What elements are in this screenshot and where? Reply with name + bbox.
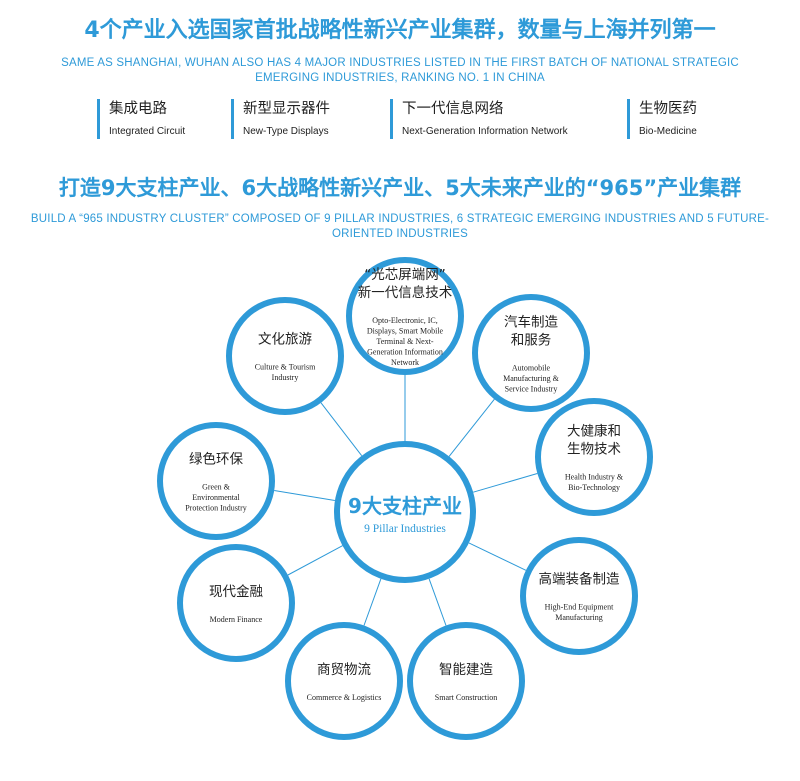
heading-en-1: SAME AS SHANGHAI, WUHAN ALSO HAS 4 MAJOR…: [61, 57, 739, 84]
node-label-en: Opto-Electronic, IC,: [372, 316, 438, 325]
pillar-industries-diagram: “光芯屏端网”新一代信息技术 Opto-Electronic, IC,Displa…: [157, 257, 653, 740]
node-circle: [472, 294, 590, 412]
node-label-en: Environmental: [192, 493, 240, 502]
connector-line: [448, 398, 495, 457]
connector-line: [473, 473, 538, 493]
node-circle: [157, 422, 275, 540]
industry-cn: 集成电路: [109, 101, 167, 117]
node-circle: [177, 544, 295, 662]
node-label-en: Service Industry: [505, 384, 558, 393]
industry-cn: 生物医药: [639, 101, 697, 117]
heading-cn-2: 打造9大支柱产业、6大战略性新兴产业、5大未来产业的“965”产业集群: [58, 176, 742, 200]
node-label-en: Displays, Smart Mobile: [367, 326, 444, 335]
industry-en: Bio-Medicine: [639, 126, 697, 137]
connector-line: [363, 578, 382, 626]
industry-en: New-Type Displays: [243, 126, 329, 137]
heading-cn-1: 4个产业入选国家首批战略性新兴产业集群，数量与上海并列第一: [84, 18, 716, 43]
connector-lines: [274, 375, 538, 626]
node-label-en: Protection Industry: [185, 503, 247, 512]
industry-node: 商贸物流 Commerce & Logistics: [285, 622, 403, 740]
industry-item: 集成电路 Integrated Circuit: [97, 99, 185, 139]
connector-line: [274, 490, 335, 501]
node-label-cn: 文化旅游: [258, 332, 312, 348]
node-label-cn: 商贸物流: [317, 662, 371, 678]
industry-nodes: “光芯屏端网”新一代信息技术 Opto-Electronic, IC,Displa…: [157, 257, 653, 740]
node-circle: [226, 297, 344, 415]
node-circle: [535, 398, 653, 516]
connector-line: [428, 578, 447, 626]
node-label-en: Green &: [202, 482, 231, 491]
industry-cn: 下一代信息网络: [402, 101, 504, 117]
center-node: 9大支柱产业 9 Pillar Industries: [334, 441, 476, 583]
center-circle: [334, 441, 476, 583]
node-circle: [346, 257, 464, 375]
node-label-cn: 大健康和: [567, 423, 621, 440]
node-circle: [407, 622, 525, 740]
node-label-en: Bio-Technology: [568, 483, 620, 492]
node-label-en: Network: [391, 358, 419, 367]
industry-cn: 新型显示器件: [243, 101, 330, 117]
connector-line: [287, 545, 343, 576]
node-label-cn: 和服务: [511, 332, 552, 348]
connector-line: [468, 542, 527, 571]
center-label-cn: 9大支柱产业: [348, 494, 462, 518]
industry-item: 生物医药 Bio-Medicine: [627, 99, 697, 139]
connector-line: [320, 402, 363, 457]
node-label-en: Smart Construction: [435, 693, 497, 702]
industry-item: 新型显示器件 New-Type Displays: [231, 99, 330, 139]
industry-node: “光芯屏端网”新一代信息技术 Opto-Electronic, IC,Displa…: [346, 257, 464, 375]
node-label-en: Health Industry &: [565, 473, 624, 482]
industry-en: Integrated Circuit: [109, 126, 186, 137]
node-label-cn: 现代金融: [209, 584, 263, 600]
industry-node: 智能建造 Smart Construction: [407, 622, 525, 740]
node-label-cn: 高端装备制造: [539, 571, 620, 588]
node-label-en: Generation Information: [367, 347, 443, 356]
node-label-cn: 生物技术: [567, 442, 621, 458]
node-label-en: Industry: [272, 373, 299, 382]
heading-en-2: BUILD A “965 INDUSTRY CLUSTER” COMPOSED …: [30, 213, 770, 240]
node-label-en: Terminal & Next-: [376, 337, 434, 346]
node-label-cn: 绿色环保: [189, 450, 243, 467]
node-label-en: Automobile: [512, 363, 551, 372]
node-label-en: Manufacturing &: [503, 374, 560, 383]
node-label-en: Modern Finance: [210, 615, 263, 624]
node-label-en: Manufacturing: [555, 613, 603, 622]
node-label-cn: 智能建造: [439, 662, 493, 678]
center-label-en: 9 Pillar Industries: [364, 523, 446, 535]
node-label-cn: 新一代信息技术: [358, 284, 453, 301]
node-circle: [285, 622, 403, 740]
node-label-cn: “光芯屏端网”: [364, 267, 446, 283]
node-label-en: Commerce & Logistics: [307, 693, 382, 702]
industry-node: 现代金融 Modern Finance: [177, 544, 295, 662]
node-label-cn: 汽车制造: [504, 313, 558, 330]
industry-item: 下一代信息网络 Next-Generation Information Netw…: [390, 99, 568, 139]
industry-en: Next-Generation Information Network: [402, 126, 568, 137]
node-label-en: High-End Equipment: [545, 603, 614, 612]
node-label-en: Culture & Tourism: [255, 363, 316, 372]
node-circle: [520, 537, 638, 655]
